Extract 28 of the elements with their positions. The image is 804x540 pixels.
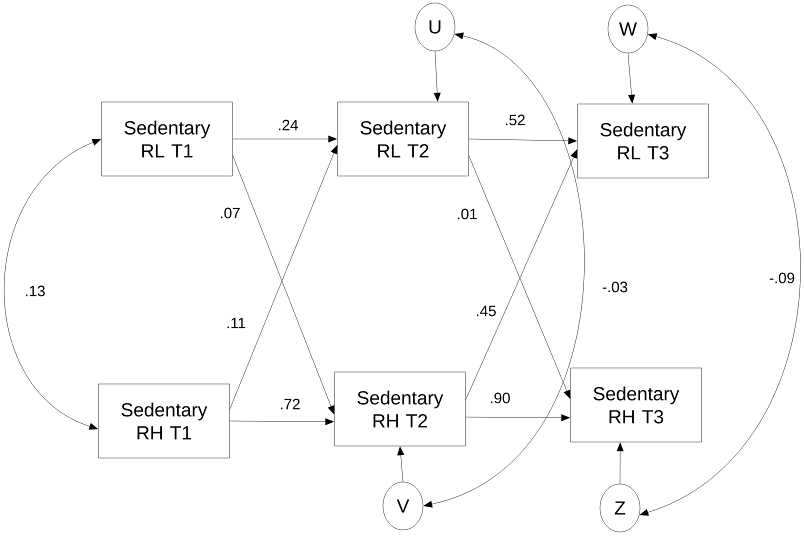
curved-arrow (640, 33, 801, 516)
arrow (230, 418, 334, 426)
variable-box: Sedentary RL T1 (101, 102, 233, 176)
edge-label: .90 (488, 392, 512, 404)
arrow (616, 442, 624, 484)
arrow (232, 136, 337, 142)
variable-box: Sedentary RH T3 (570, 368, 702, 442)
arrow (397, 446, 404, 482)
curved-arrow (4, 139, 101, 430)
edge-label: .52 (504, 114, 526, 126)
variable-box: Sedentary RH T2 (334, 372, 466, 446)
variable-box: Sedentary RL T3 (577, 104, 709, 178)
edge-label: .11 (225, 316, 247, 330)
arrow (468, 137, 577, 144)
arrow (466, 414, 570, 422)
edge-label: .01 (456, 208, 478, 220)
edge-label: .24 (276, 118, 300, 132)
edge-label: -.09 (768, 272, 796, 284)
variable-box: Sedentary RL T2 (337, 102, 469, 176)
edge-label: .72 (278, 398, 302, 410)
edge-label: .07 (218, 206, 242, 220)
variable-box: Sedentary RH T1 (98, 384, 230, 458)
edge-label: .13 (24, 284, 46, 298)
arrow (628, 53, 636, 104)
arrow (434, 51, 441, 102)
edge-label: -.03 (601, 280, 629, 294)
curved-arrow (424, 32, 585, 508)
edge-label: .45 (474, 304, 498, 318)
